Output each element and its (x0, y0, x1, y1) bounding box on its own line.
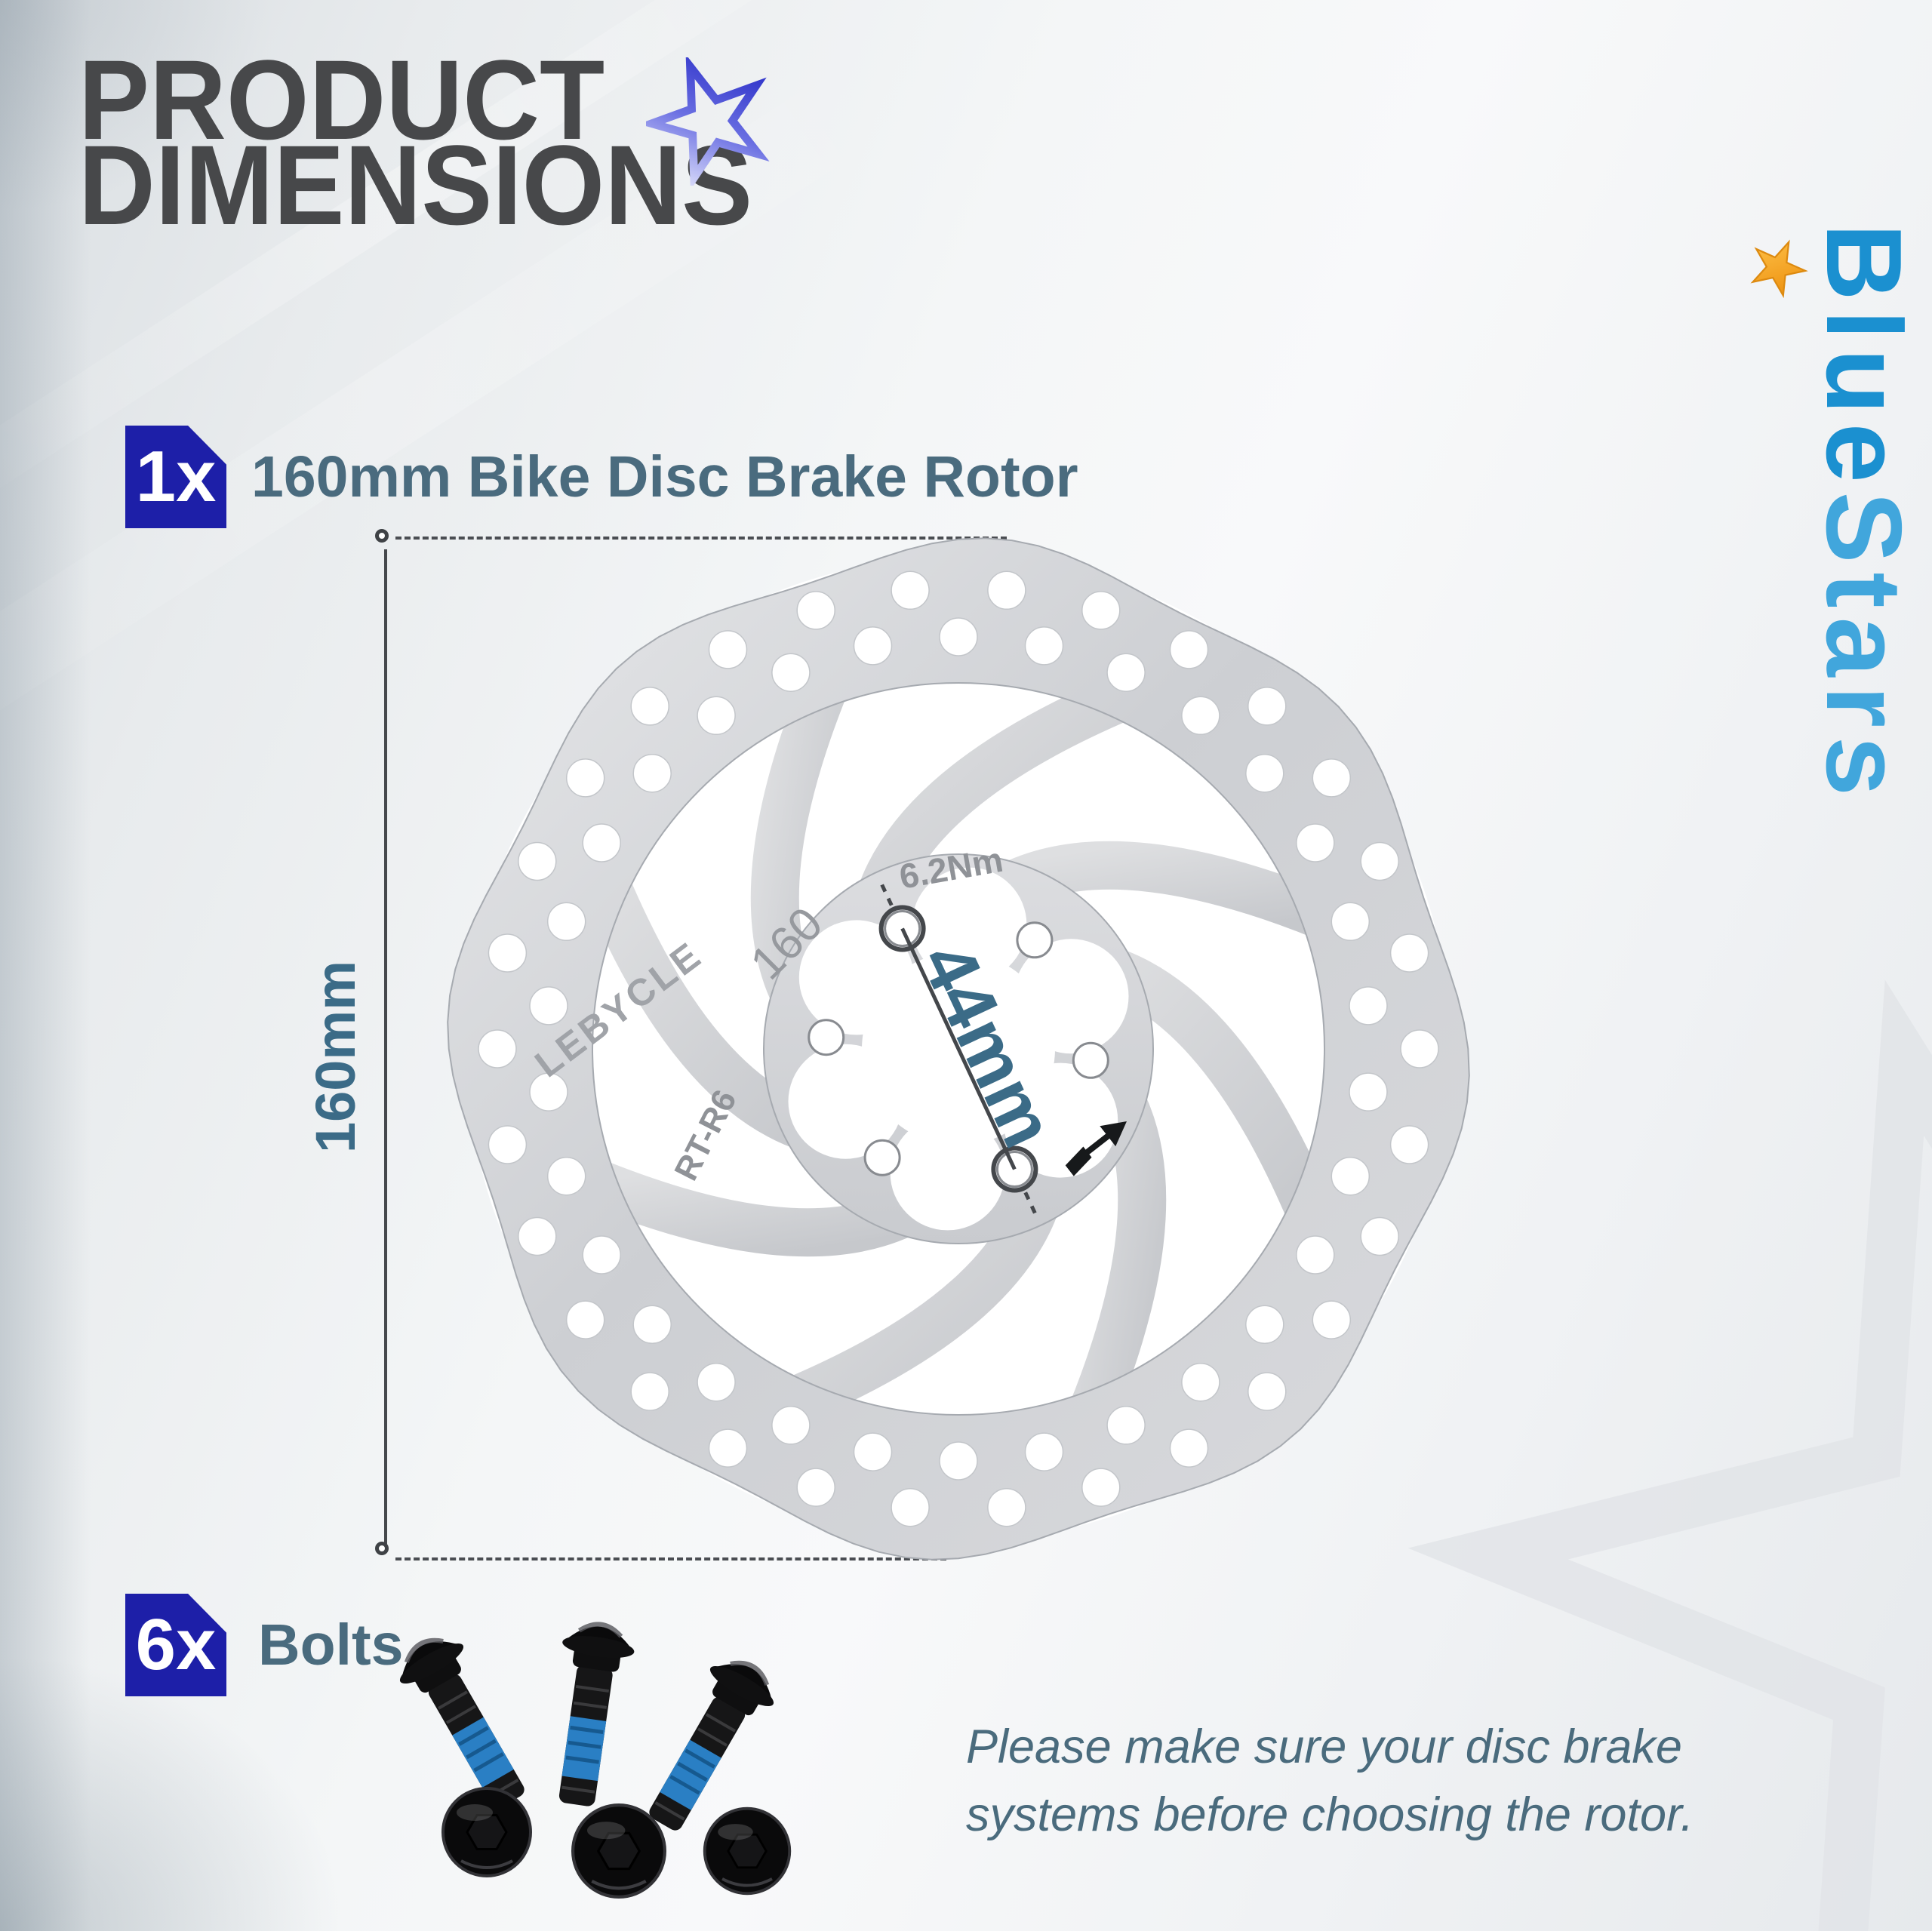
brand-gold-star-icon (1745, 235, 1810, 300)
dimension-endpoint-top (375, 529, 389, 543)
bolt-hole-marker-bottom (991, 1145, 1038, 1193)
page-title-line2: DIMENSIONS (78, 121, 753, 248)
compatibility-note-line2: systems before choosing the rotor. (966, 1788, 1694, 1841)
compatibility-note-line1: Please make sure your disc brake (966, 1720, 1682, 1773)
bolts-item-label: Bolts (258, 1612, 404, 1677)
quantity-badge-rotor-text: 1x (135, 436, 217, 517)
bolts-image (325, 1598, 792, 1923)
page-title-line1: PRODUCT (78, 36, 605, 163)
title-sparkle-star-icon (646, 57, 774, 186)
rotation-direction-arrow-icon (1065, 1121, 1127, 1176)
rotor-diameter-label-wrap: 160mm (272, 936, 400, 1177)
left-edge-shading (0, 0, 91, 1931)
disc-brake-rotor-image: 6.2Nm 160 LEBYCLE RT-R6 44mm (447, 537, 1470, 1560)
brand-logo: BlueStars (1745, 223, 1924, 805)
brand-name-part1: Blue (1804, 223, 1924, 492)
page-title: PRODUCT DIMENSIONS (78, 36, 753, 248)
quantity-badge-bolts: 6x (125, 1594, 226, 1696)
brand-name-part2: Stars (1804, 491, 1924, 805)
top-left-shading (0, 0, 528, 377)
compatibility-note: Please make sure your disc brake systems… (966, 1713, 1826, 1849)
dimension-endpoint-bottom (375, 1542, 389, 1555)
quantity-badge-rotor: 1x (125, 426, 226, 528)
dimension-dashed-line-top (395, 537, 1007, 540)
diameter-dimension-line (384, 549, 387, 1544)
rotor-diameter-label: 160mm (304, 960, 368, 1153)
quantity-badge-bolts-text: 6x (135, 1604, 217, 1685)
rotor-item-label: 160mm Bike Disc Brake Rotor (251, 444, 1078, 509)
bottom-left-shading (0, 1403, 679, 1931)
dimension-dashed-line-bottom (395, 1557, 946, 1560)
bolt-hole-marker-top (878, 905, 926, 952)
